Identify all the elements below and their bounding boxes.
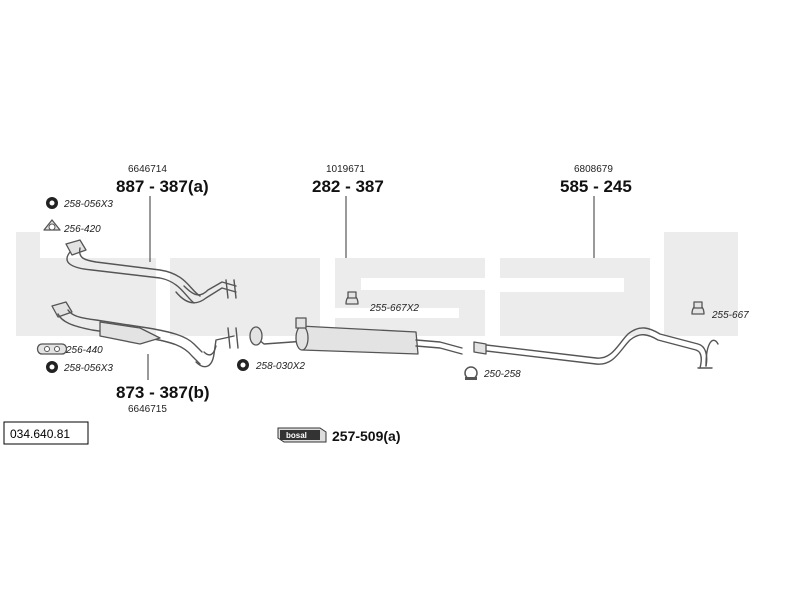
kit-number: 257-509(a) bbox=[332, 428, 401, 444]
rubber-mount-icon bbox=[345, 291, 359, 305]
rubber-mount-icon-rear bbox=[691, 301, 705, 315]
gasket-ring-icon bbox=[36, 343, 68, 355]
bosal-watermark bbox=[16, 232, 738, 336]
gasket-icon bbox=[43, 219, 61, 231]
part-label: 256-420 bbox=[63, 224, 101, 235]
part-label: 258-030X2 bbox=[255, 361, 305, 372]
clamp-icon bbox=[464, 366, 478, 380]
front-pipe-lower-ref: 6646715 bbox=[128, 404, 167, 415]
diagram-code: 034.640.81 bbox=[10, 427, 70, 441]
part-label: 258-056X3 bbox=[63, 199, 113, 210]
front-pipe-upper bbox=[65, 239, 237, 304]
part-label: 255-667X2 bbox=[369, 303, 419, 314]
centre-silencer-ref: 1019671 bbox=[326, 164, 365, 175]
rear-silencer-ref: 6808679 bbox=[574, 164, 613, 175]
centre-silencer-number: 282 - 387 bbox=[312, 177, 384, 196]
front-pipe-upper-number: 887 - 387(a) bbox=[116, 177, 209, 196]
part-label: 250-258 bbox=[483, 369, 521, 380]
leader-lines bbox=[147, 196, 595, 380]
front-pipe-upper-ref: 6646714 bbox=[128, 164, 167, 175]
nut-icon-lower bbox=[46, 361, 58, 373]
rear-silencer bbox=[473, 327, 719, 369]
part-label: 255-667 bbox=[711, 310, 749, 321]
rear-silencer-number: 585 - 245 bbox=[560, 177, 632, 196]
nut-icon bbox=[46, 197, 58, 209]
diagram-code-box: 034.640.81 bbox=[3, 421, 89, 445]
centre-silencer bbox=[249, 317, 463, 355]
front-pipe-lower bbox=[51, 301, 239, 368]
nut-icon-centre bbox=[237, 359, 249, 371]
mounting-kit: bosal 257-509(a) bbox=[277, 427, 401, 444]
front-pipe-lower-number: 873 - 387(b) bbox=[116, 383, 210, 402]
kit-logo: bosal bbox=[286, 431, 307, 440]
part-label: 258-056X3 bbox=[63, 363, 113, 374]
part-label: 256-440 bbox=[65, 345, 103, 356]
